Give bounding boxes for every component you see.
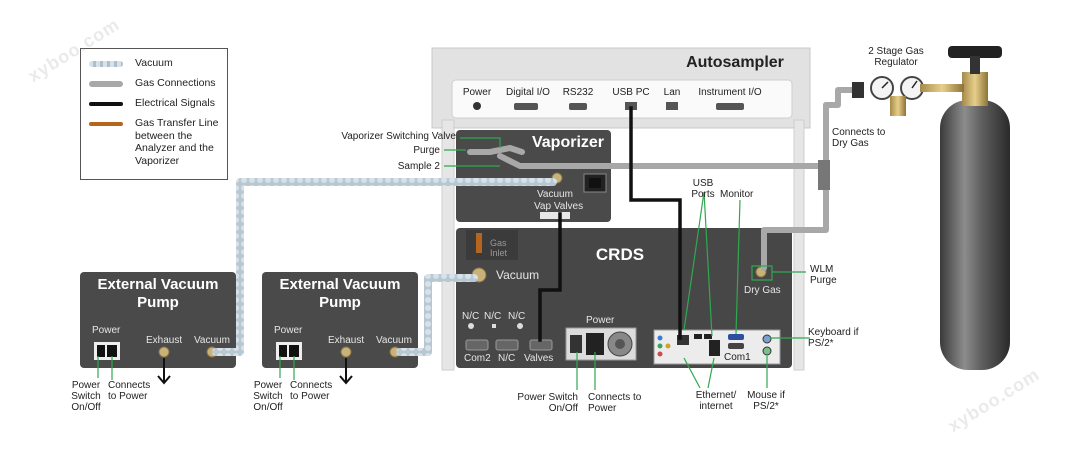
autosampler-title: Autosampler	[686, 54, 784, 71]
port-label-lan: Lan	[663, 87, 681, 98]
pump-2-exhaust-label: Exhaust	[328, 335, 365, 346]
mouse-label: Mouse if PS/2*	[747, 390, 785, 412]
nc-label-3: N/C	[508, 311, 526, 322]
crds-power-label: Power	[586, 315, 615, 326]
pump-2-connects-label: Connects to Power	[290, 380, 333, 402]
legend-swatch-vacuum	[89, 61, 123, 67]
monitor-label: Monitor	[720, 189, 754, 200]
port-label-power: Power	[462, 87, 492, 98]
sample2-label: Sample 2	[397, 161, 440, 172]
pump-2-title: External Vacuum Pump	[279, 276, 401, 311]
tee-fitting	[818, 160, 830, 190]
pump-1-vacuum-label: Vacuum	[194, 335, 230, 346]
legend-label: Gas Transfer Line between the Analyzer a…	[135, 117, 219, 167]
legend-swatch-electrical	[89, 102, 123, 106]
nc-label-1: N/C	[462, 311, 480, 322]
vacuum-lines	[212, 178, 557, 356]
vaporizer-vap-valves-label: Vap Valves	[534, 201, 584, 212]
gas-inlet-label: Gas Inlet	[490, 238, 508, 258]
gas-cylinder	[940, 46, 1010, 370]
autosampler-ports	[473, 102, 744, 110]
pump-1-box	[80, 272, 236, 368]
ethernet-label: Ethernet/ internet	[695, 390, 737, 412]
regulator-title: 2 Stage Gas Regulator	[868, 46, 924, 68]
com2-label: Com2	[464, 353, 491, 364]
legend-swatch-gas	[89, 81, 123, 87]
pump-2-power-label: Power	[274, 325, 303, 336]
port-label-instrument-io: Instrument I/O	[698, 87, 762, 98]
usb-ports-label: USB Ports	[691, 178, 715, 200]
port-label-digital-io: Digital I/O	[506, 87, 550, 98]
legend: Vacuum Gas Connections Electrical Signal…	[80, 48, 228, 180]
com1-label: Com1	[724, 352, 751, 363]
pump-1-power-label: Power	[92, 325, 121, 336]
gas-regulator	[852, 76, 964, 116]
legend-item-transfer: Gas Transfer Line between the Analyzer a…	[89, 117, 225, 167]
pump-2-switch-label: Power Switch On/Off	[253, 380, 283, 413]
legend-label: Vacuum	[135, 57, 173, 69]
legend-item-electrical: Electrical Signals	[89, 97, 225, 111]
exhaust-arrows	[157, 358, 353, 385]
crds-connects-power-label: Connects to Power	[588, 392, 642, 414]
port-label-rs232: RS232	[562, 87, 594, 98]
legend-label: Gas Connections	[135, 77, 216, 89]
crds-title: CRDS	[595, 245, 645, 264]
switching-valve-label: Vaporizer Switching Valve	[341, 131, 456, 142]
nc-label-2: N/C	[484, 311, 502, 322]
crds-power-switch-label: Power Switch On/Off	[517, 392, 578, 414]
crds-vacuum-label: Vacuum	[496, 268, 540, 282]
vaporizer-vacuum-label: Vacuum	[537, 189, 573, 200]
leader-lines	[97, 137, 810, 390]
vaporizer-title: Vaporizer	[531, 134, 605, 151]
pump-2-vacuum-label: Vacuum	[376, 335, 412, 346]
keyboard-label: Keyboard if PS/2*	[808, 327, 859, 349]
legend-item-gas: Gas Connections	[89, 77, 225, 91]
wlm-purge-label: WLM Purge	[810, 264, 837, 286]
electrical-lines	[538, 106, 682, 342]
regulator-connects-label: Connects to Dry Gas	[832, 127, 886, 149]
pump-1-title: External Vacuum Pump	[97, 276, 219, 311]
nc-port-label: N/C	[498, 353, 516, 364]
legend-item-vacuum: Vacuum	[89, 57, 225, 71]
purge-label: Purge	[413, 145, 440, 156]
pump-1-switch-label: Power Switch On/Off	[71, 380, 101, 413]
legend-swatch-transfer	[89, 122, 123, 126]
legend-label: Electrical Signals	[135, 97, 215, 109]
dry-gas-label: Dry Gas	[744, 285, 781, 296]
valves-label: Valves	[524, 353, 554, 364]
pump-1-connects-label: Connects to Power	[108, 380, 151, 402]
pump-1-exhaust-label: Exhaust	[146, 335, 183, 346]
port-label-usb-pc: USB PC	[612, 87, 650, 98]
